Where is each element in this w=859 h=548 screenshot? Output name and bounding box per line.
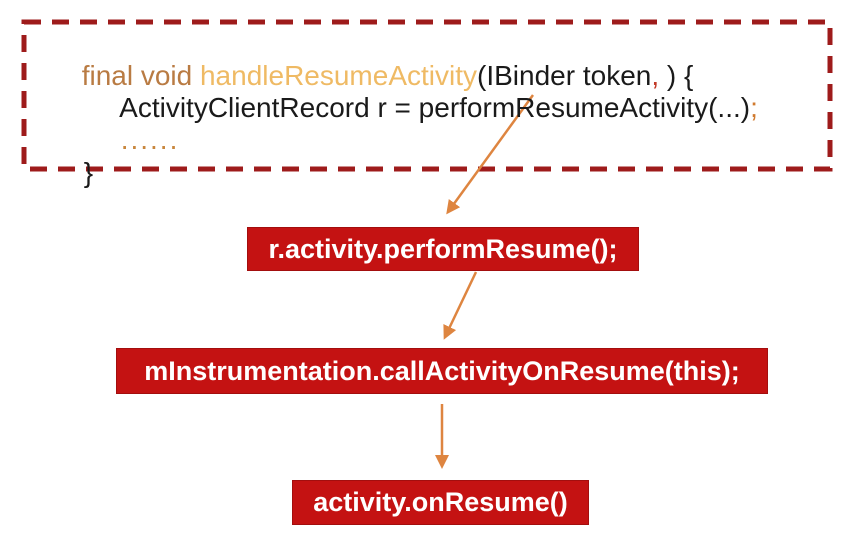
flow-box-label: activity.onResume() <box>313 487 568 517</box>
flow-box-on-resume: activity.onResume() <box>292 480 589 525</box>
code-brace-close: } <box>83 157 94 189</box>
code-keyword: final void <box>81 60 200 92</box>
flow-box-perform-resume: r.activity.performResume(); <box>247 227 639 271</box>
code-statement: ActivityClientRecord r = performResumeAc… <box>119 92 751 124</box>
code-ellipsis: ...... <box>120 124 180 156</box>
flow-box-label: r.activity.performResume(); <box>268 233 618 264</box>
flow-box-call-activity-on-resume: mInstrumentation.callActivityOnResume(th… <box>116 348 768 394</box>
code-method-name: handleResumeActivity <box>199 60 478 92</box>
code-args: (IBinder token <box>477 60 652 92</box>
code-block-dashed-border <box>21 19 833 172</box>
code-line-ellipsis: ...... <box>74 96 179 184</box>
code-line-signature: final void handleResumeActivity(IBinder … <box>35 32 694 120</box>
flow-arrow-2 <box>443 271 478 340</box>
code-line-body: ActivityClientRecord r = performResumeAc… <box>74 64 758 152</box>
code-brace-open: ) { <box>659 60 694 92</box>
code-line-closing-brace: } <box>37 129 93 217</box>
flow-arrow-1 <box>446 94 535 215</box>
code-semicolon: ; <box>750 92 758 124</box>
code-comma: , <box>651 60 660 92</box>
flow-box-label: mInstrumentation.callActivityOnResume(th… <box>144 355 740 386</box>
